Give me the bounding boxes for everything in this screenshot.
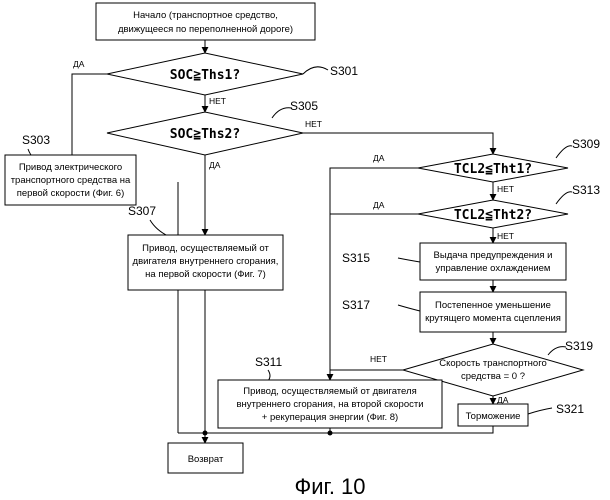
step-label-s305: S305 [290, 99, 318, 113]
decision-s319-line2: средства = 0 ? [461, 371, 525, 382]
s311-leader [268, 370, 270, 381]
edge-label-s309-yes: ДА [373, 153, 385, 163]
step-label-s301: S301 [330, 64, 358, 78]
process-s303-line2: транспортного средства на [11, 175, 131, 186]
step-label-s303: S303 [22, 133, 50, 147]
process-s311-line1: Привод, осуществляемый от двигателя [243, 386, 416, 397]
process-s317: S317 Постепенное уменьшение крутящего мо… [342, 292, 566, 332]
edge-s301-yes [72, 74, 107, 155]
process-s311-line3: + рекуперация энергии (Фиг. 8) [262, 412, 398, 423]
edge-s305-no [303, 133, 493, 154]
process-s311-line2: внутреннего сгорания, на второй скорости [236, 399, 423, 410]
edge-label-s319-no: НЕТ [370, 354, 387, 364]
decision-s301-condition: SOC≧Ths1? [170, 68, 240, 83]
step-label-s313: S313 [572, 183, 600, 197]
process-s307-line1: Привод, осуществляемый от [142, 243, 269, 254]
decision-s313: TCL2≦Tht2? S313 ДА НЕТ [373, 183, 600, 241]
start-text-line2: движущееся по переполненной дороге) [118, 24, 293, 35]
s301-leader [303, 67, 328, 74]
process-s303-line3: первой скорости (Фиг. 6) [17, 188, 125, 199]
process-s317-box [420, 292, 566, 332]
edge-label-s309-no: НЕТ [497, 184, 514, 194]
step-label-s315: S315 [342, 251, 370, 265]
junction-dot [328, 431, 333, 436]
edge-label-s301-yes: ДА [73, 59, 85, 69]
process-s315-line1: Выдача предупреждения и [434, 250, 553, 261]
process-s321: Торможение S321 [458, 402, 584, 426]
edge-label-s313-yes: ДА [373, 200, 385, 210]
process-s303-line1: Привод электрического [19, 162, 122, 173]
s313-leader [556, 192, 572, 204]
step-label-s319: S319 [565, 339, 593, 353]
step-label-s317: S317 [342, 298, 370, 312]
step-label-s307: S307 [128, 204, 156, 218]
return-node: Возврат [168, 443, 243, 473]
s315-leader [398, 258, 420, 262]
process-s315: S315 Выдача предупреждения и управление … [342, 243, 566, 280]
junction-dot [203, 431, 208, 436]
s305-leader [272, 108, 292, 118]
start-node: Начало (транспортное средство, движущеес… [96, 3, 315, 40]
s307-leader [150, 220, 168, 236]
edge-label-s305-no: НЕТ [305, 119, 322, 129]
process-s303: S303 Привод электрического транспортного… [5, 133, 136, 205]
process-s307-line3: на первой скорости (Фиг. 7) [145, 269, 266, 280]
s321-leader [528, 408, 552, 414]
decision-s319-line1: Скорость транспортного [439, 358, 547, 369]
s319-leader [548, 347, 566, 355]
s309-leader [556, 146, 572, 158]
step-label-s321: S321 [556, 402, 584, 416]
start-text-line1: Начало (транспортное средство, [133, 10, 278, 21]
process-s317-line1: Постепенное уменьшение [435, 300, 551, 311]
return-text: Возврат [188, 454, 224, 465]
s317-leader [398, 305, 420, 311]
step-label-s309: S309 [572, 137, 600, 151]
edge-label-s301-no: НЕТ [209, 96, 226, 106]
edge-label-s313-no: НЕТ [497, 231, 514, 241]
decision-s313-condition: TCL2≦Tht2? [454, 208, 532, 223]
decision-s309-condition: TCL2≦Tht1? [454, 162, 532, 177]
process-s317-line2: крутящего момента сцепления [425, 313, 561, 324]
decision-s309: TCL2≦Tht1? S309 ДА НЕТ [373, 137, 600, 194]
process-s315-box [420, 243, 566, 280]
decision-s305-condition: SOC≧Ths2? [170, 127, 240, 142]
decision-s305: SOC≧Ths2? S305 НЕТ ДА [107, 99, 322, 170]
process-s321-text: Торможение [466, 411, 521, 422]
process-s315-line2: управление охлаждением [436, 263, 551, 274]
figure-caption: Фиг. 10 [294, 474, 365, 499]
step-label-s311: S311 [255, 355, 282, 369]
edge-label-s305-yes: ДА [209, 160, 221, 170]
process-s307-line2: двигателя внутреннего сгорания, [133, 256, 279, 267]
